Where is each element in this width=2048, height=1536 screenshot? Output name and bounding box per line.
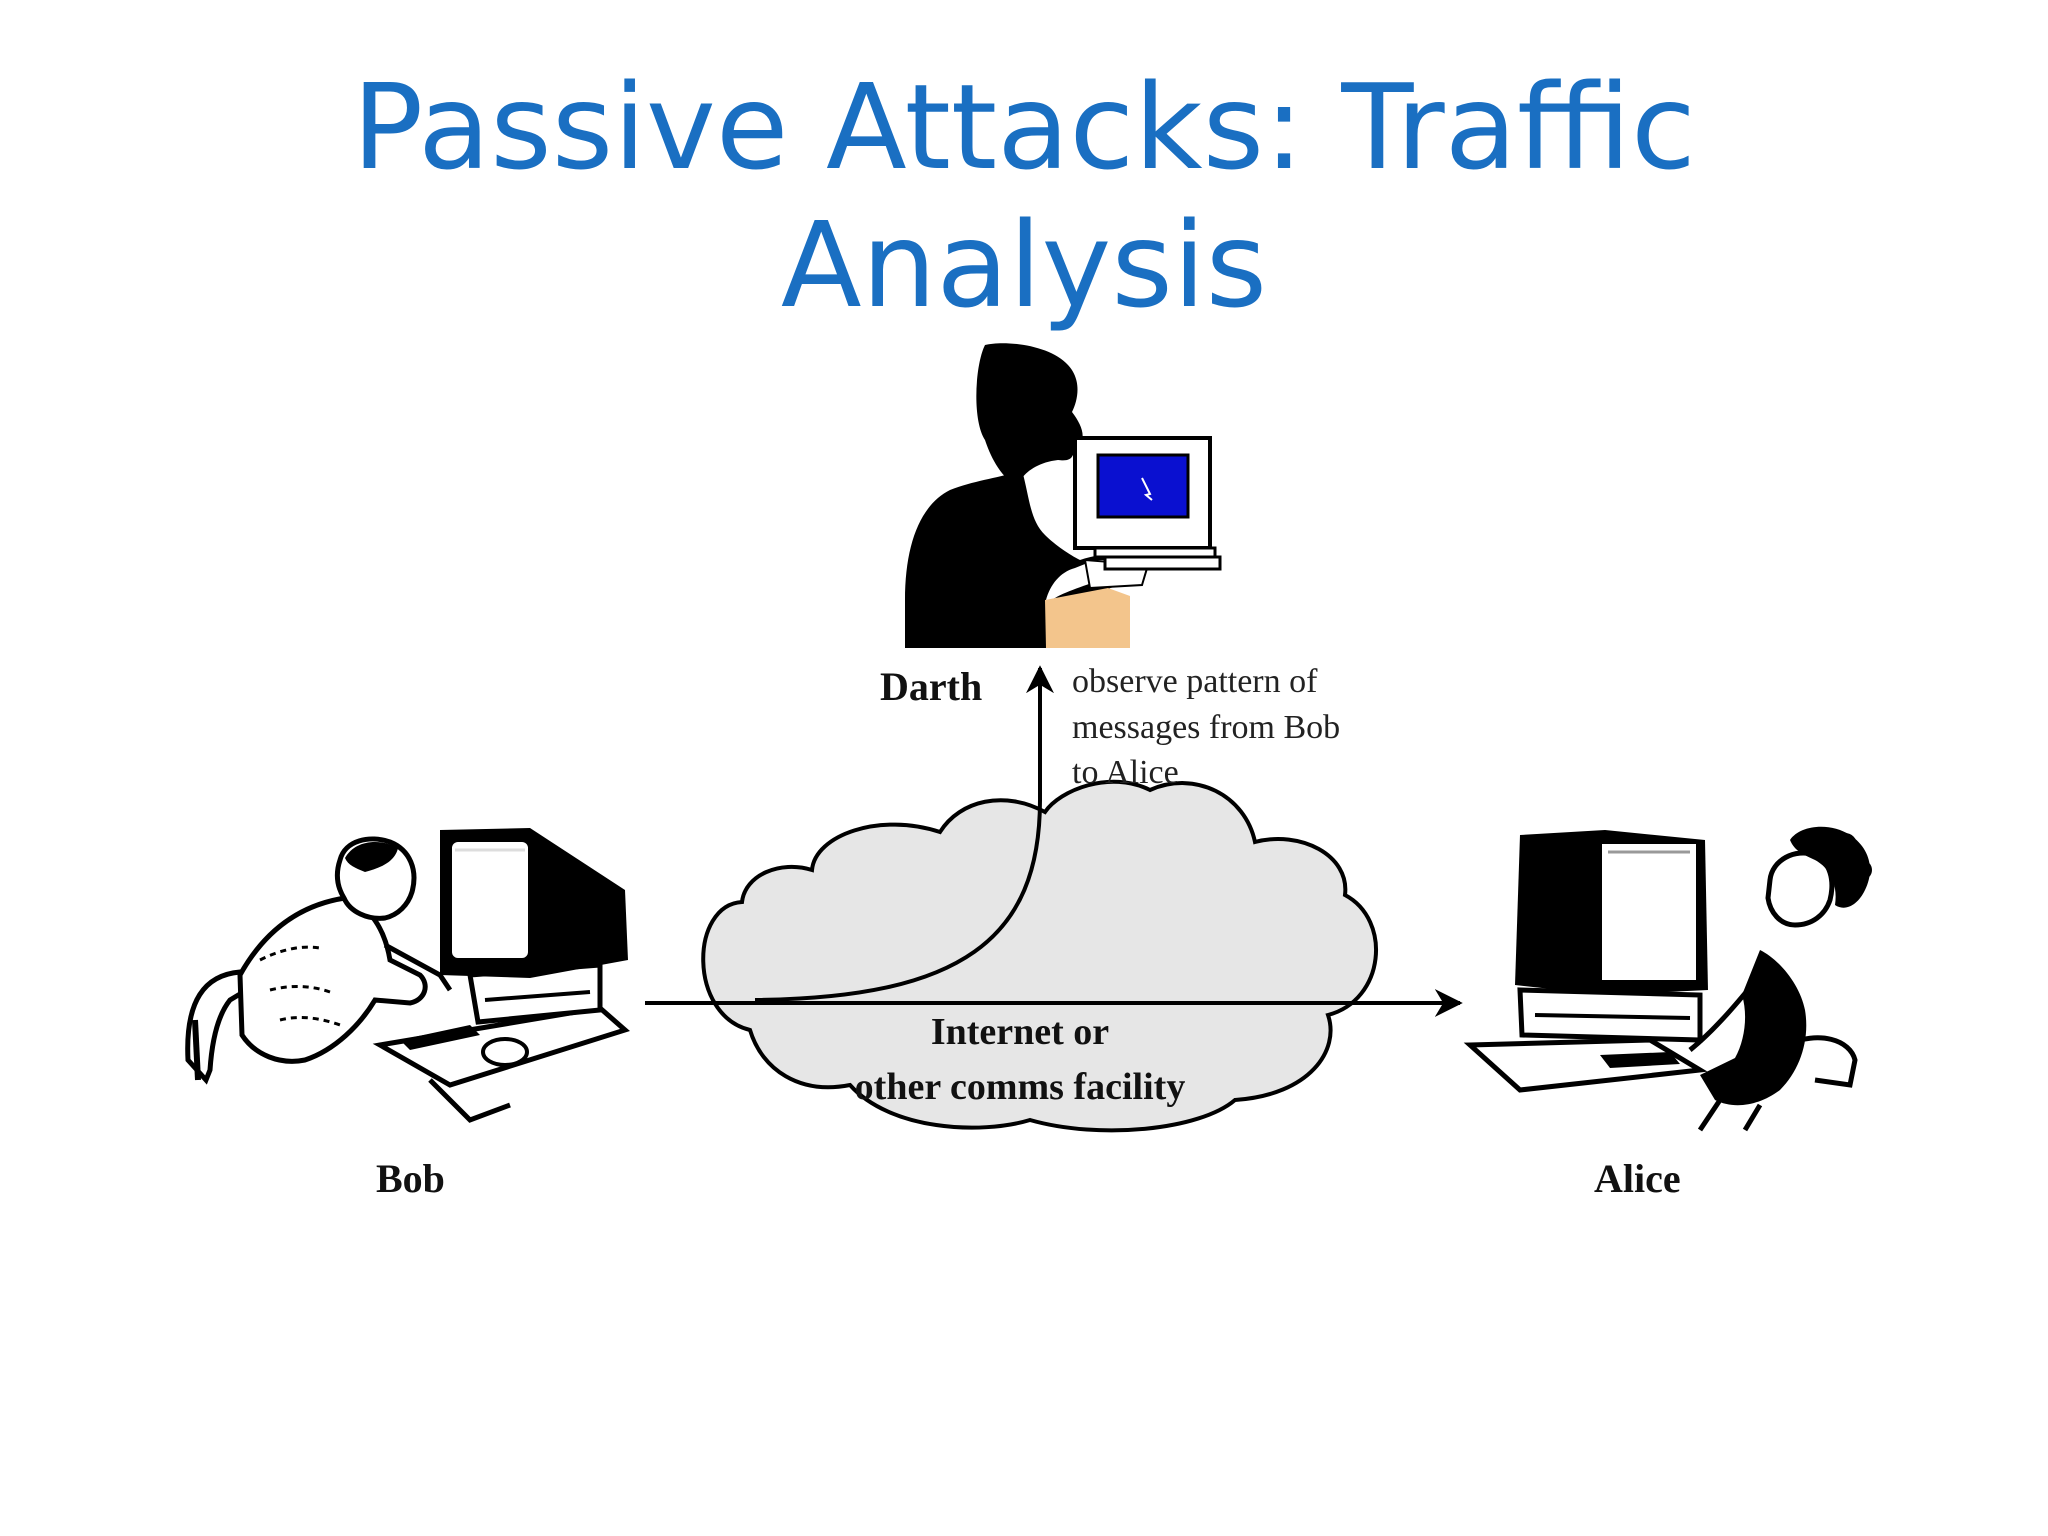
alice-workstation-icon	[1463, 826, 1872, 1132]
annotation-line-3: to Alice	[1072, 754, 1179, 791]
tap-arrow-to-darth	[754, 665, 1054, 1002]
title-line-2: Analysis	[780, 196, 1268, 334]
title-line-1: Passive Attacks: Traffic	[352, 58, 1696, 196]
page-title: Passive Attacks: Traffic Analysis	[0, 58, 2048, 334]
bob-workstation-icon	[185, 828, 630, 1123]
network-label-line-2: other comms facility	[855, 1066, 1186, 1108]
cloud-icon	[701, 779, 1378, 1133]
annotation-line-1: observe pattern of	[1072, 663, 1318, 700]
darth-label: Darth	[880, 664, 982, 709]
annotation-line-2: messages from Bob	[1072, 709, 1340, 746]
bob-label: Bob	[376, 1156, 445, 1201]
darth-silhouette-icon	[905, 343, 1222, 648]
network-label-line-1: Internet or	[931, 1011, 1109, 1053]
alice-label: Alice	[1594, 1156, 1681, 1201]
